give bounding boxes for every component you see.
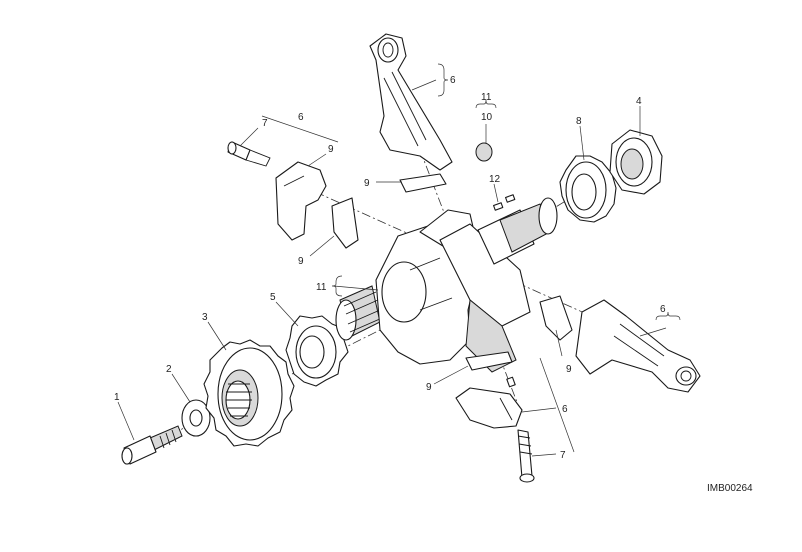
callout-5: 5	[270, 292, 276, 303]
part-nut	[609, 129, 663, 195]
part-primary-gear	[203, 339, 295, 447]
callout-11-upper: 11	[481, 92, 492, 103]
part-sprocket	[559, 155, 617, 223]
part-small-end-bush	[475, 142, 493, 162]
callout-10: 10	[481, 112, 493, 123]
callout-9-cap: 9	[328, 144, 334, 155]
part-upper-rod-cap	[275, 161, 327, 241]
callout-9-top: 9	[364, 178, 370, 189]
part-washer	[181, 399, 211, 437]
part-bolt	[121, 425, 183, 465]
part-cap-screw-upper	[227, 141, 271, 167]
part-bearing-shells	[331, 173, 573, 371]
drawing-code: IMB00264	[707, 483, 753, 494]
callout-7-lower: 7	[560, 450, 566, 461]
callout-7-upper: 7	[262, 118, 268, 129]
callout-6-lower-cap: 6	[562, 404, 568, 415]
callout-6-upper-rod: 6	[450, 75, 456, 86]
leader-lines	[117, 79, 667, 457]
callout-9-bottom: 9	[426, 382, 432, 393]
callout-6-lower-rod: 6	[660, 304, 666, 315]
callout-2: 2	[166, 364, 172, 375]
callout-4: 4	[636, 96, 642, 107]
part-upper-connecting-rod	[369, 33, 453, 171]
callout-6-upper-cap: 6	[298, 112, 304, 123]
part-dowels	[493, 194, 516, 388]
part-timing-gear	[285, 315, 349, 387]
callout-1: 1	[114, 392, 120, 403]
callout-labels: 1 2 3 4 5 6 6 6 6 7 7 8 9 9 9 9 9 10 11 …	[114, 75, 666, 461]
callout-11-crank: 11	[316, 282, 327, 293]
callout-12: 12	[489, 174, 501, 185]
callout-9-left: 9	[298, 256, 304, 267]
callout-3: 3	[202, 312, 208, 323]
part-cap-screw-lower	[517, 429, 535, 483]
callout-8: 8	[576, 116, 582, 127]
callout-9-right: 9	[566, 364, 572, 375]
part-lower-connecting-rod	[575, 299, 701, 393]
part-lower-rod-cap	[455, 387, 523, 429]
callout-braces	[331, 63, 681, 321]
part-crankshaft	[335, 197, 558, 373]
